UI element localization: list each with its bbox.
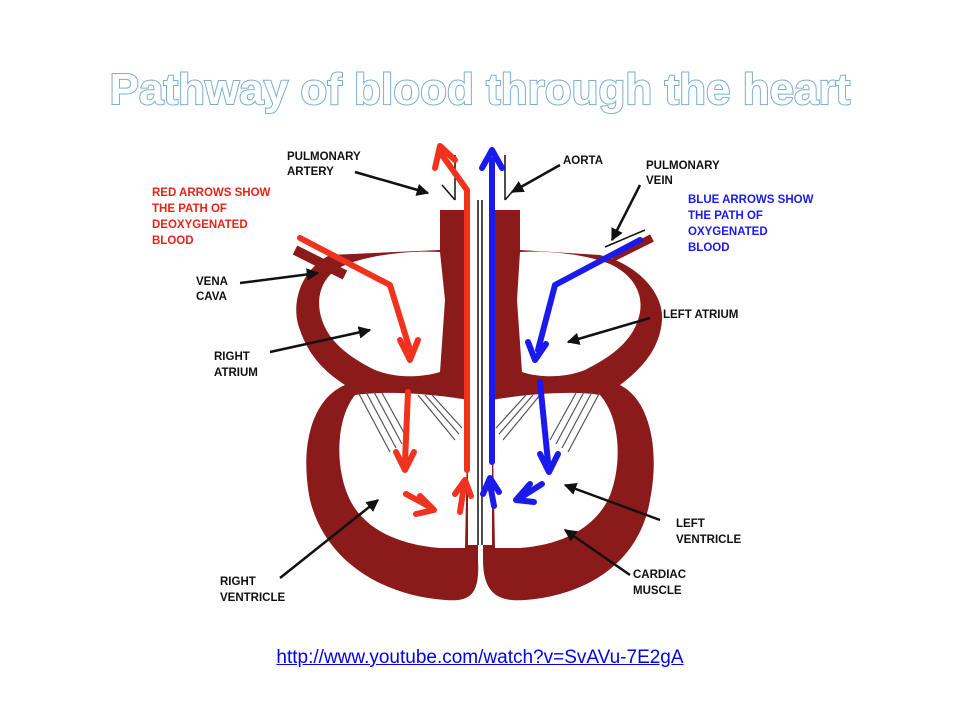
blue-arrows-note: BLUE ARROWS SHOW THE PATH OF OXYGENATED … [688, 194, 817, 254]
pointer-left-ventricle [563, 483, 661, 522]
source-link[interactable]: http://www.youtube.com/watch?v=SvAVu-7E2… [276, 647, 684, 668]
red-arrowhead-ventricle [393, 449, 417, 473]
red-arrow-vena-cava [297, 235, 413, 353]
left-ventricle-label: LEFT VENTRICLE [676, 518, 742, 546]
oxygenated-path [479, 147, 643, 509]
pointer-left-atrium [566, 316, 651, 345]
aorta-label: AORTA [563, 155, 603, 167]
red-arrowhead-turn [413, 493, 437, 517]
pointer-lines [239, 163, 661, 579]
pointer-pulmonary-vein [610, 184, 642, 242]
right-atrium-label: RIGHT ATRIUM [214, 351, 258, 379]
blue-arrowhead-turn [513, 481, 537, 505]
blue-arrowhead-atrium [525, 339, 549, 363]
left-valve [495, 391, 601, 453]
pointer-right-ventricle [279, 499, 379, 579]
vena-cava-label: VENA CAVA [196, 276, 231, 303]
red-arrowhead-pulmonary-artery [432, 143, 458, 171]
pointer-right-atrium [269, 326, 372, 354]
red-arrow-into-ventricle [402, 389, 411, 465]
blue-arrowhead-aorta [479, 147, 505, 171]
red-arrows-note: RED ARROWS SHOW THE PATH OF DEOXYGENATED… [152, 187, 274, 247]
blue-arrowhead-ventricle [537, 451, 561, 475]
blue-arrow-into-ventricle [537, 379, 551, 465]
page-title: Pathway of blood through the heart [110, 65, 851, 114]
blue-arrow-up-ventricle [487, 481, 497, 509]
red-arrow-up-ventricle [457, 483, 467, 515]
right-ventricle-label: RIGHT VENTRICLE [220, 576, 286, 604]
pulmonary-vein-label: PULMONARY VEIN [646, 160, 723, 187]
red-arrowhead-up [452, 477, 474, 499]
cardiac-muscle-label: CARDIAC MUSCLE [633, 569, 689, 597]
pointer-vena-cava [239, 268, 320, 285]
blue-arrowhead-up [480, 475, 502, 497]
red-arrow-pulmonary-artery [439, 152, 470, 473]
slide-title: Pathway of blood through the heart [109, 64, 852, 115]
vena-cava-vessel [292, 245, 348, 280]
red-arrowhead-atrium [397, 337, 421, 363]
right-valve [357, 391, 463, 453]
left-ventricle-chamber [492, 392, 618, 548]
blue-arrow-pulmonary-vein [535, 237, 643, 353]
pointer-pulmonary-artery [354, 170, 430, 196]
left-atrium-label: LEFT ATRIUM [663, 309, 738, 321]
pointer-cardiac-muscle [563, 528, 631, 577]
deoxygenated-path [297, 143, 474, 517]
pulmonary-artery-label: PULMONARY ARTERY [287, 151, 364, 178]
pointer-aorta [510, 163, 561, 194]
heart-muscle [292, 155, 663, 601]
